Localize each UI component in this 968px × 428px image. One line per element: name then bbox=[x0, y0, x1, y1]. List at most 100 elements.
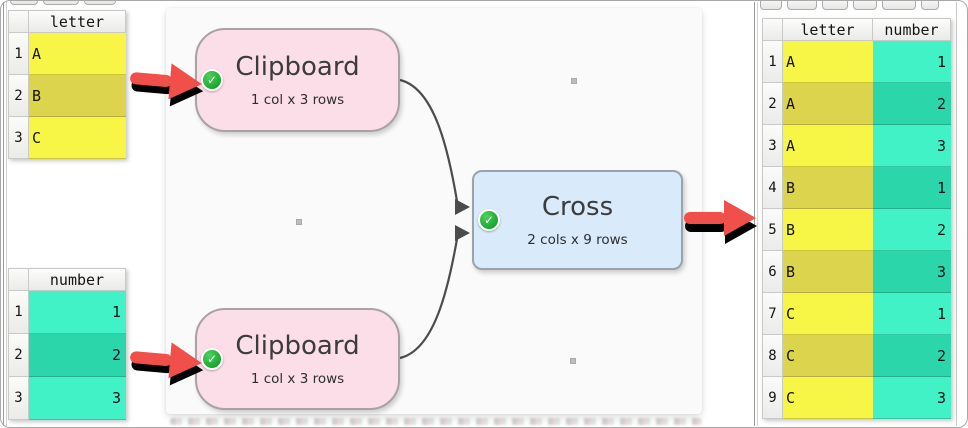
row-number[interactable]: 1 bbox=[8, 291, 29, 334]
left-toolbar-sliver bbox=[10, 0, 126, 7]
row-number[interactable]: 5 bbox=[762, 209, 783, 251]
row-number[interactable]: 3 bbox=[8, 117, 29, 159]
right-pane-edge bbox=[754, 2, 755, 426]
table-corner[interactable] bbox=[8, 268, 29, 291]
cell-number[interactable]: 2 bbox=[873, 209, 951, 251]
row-number[interactable]: 1 bbox=[8, 33, 29, 75]
right-toolbar-sliver bbox=[760, 0, 956, 13]
toolbar-fragment bbox=[10, 0, 38, 5]
toolbar-fragment bbox=[882, 0, 916, 10]
node-size-label: 1 col x 3 rows bbox=[250, 92, 345, 108]
node-size-label: 2 cols x 9 rows bbox=[527, 232, 628, 248]
table-corner[interactable] bbox=[762, 18, 783, 41]
column-header-letter[interactable]: letter bbox=[29, 10, 126, 33]
cell-letter[interactable]: A bbox=[783, 83, 873, 125]
row-number[interactable]: 6 bbox=[762, 251, 783, 293]
right-scroll-edge bbox=[956, 2, 957, 426]
cell-letter[interactable]: C bbox=[783, 335, 873, 377]
cell-number[interactable]: 2 bbox=[873, 83, 951, 125]
flow-arrow-bottom-input bbox=[130, 342, 204, 386]
toolbar-fragment bbox=[787, 0, 817, 10]
row-number[interactable]: 8 bbox=[762, 335, 783, 377]
column-header-letter[interactable]: letter bbox=[783, 18, 873, 41]
cell-letter[interactable]: C bbox=[29, 117, 126, 159]
cell-letter[interactable]: C bbox=[783, 293, 873, 335]
cell-number[interactable]: 2 bbox=[29, 334, 126, 377]
cell-letter[interactable]: A bbox=[29, 33, 126, 75]
row-number[interactable]: 3 bbox=[8, 377, 29, 420]
cell-letter[interactable]: B bbox=[783, 167, 873, 209]
column-header-number[interactable]: number bbox=[29, 268, 126, 291]
node-title: Clipboard bbox=[235, 331, 360, 361]
cell-letter[interactable]: B bbox=[29, 75, 126, 117]
toolbar-fragment bbox=[84, 0, 116, 5]
cell-number[interactable]: 2 bbox=[873, 335, 951, 377]
row-number[interactable]: 7 bbox=[762, 293, 783, 335]
row-number[interactable]: 3 bbox=[762, 125, 783, 167]
flow-arrow-top-input bbox=[130, 63, 204, 107]
cell-number[interactable]: 3 bbox=[29, 377, 126, 420]
cell-number[interactable]: 3 bbox=[873, 251, 951, 293]
left-pane-edge bbox=[3, 2, 4, 426]
row-number[interactable]: 2 bbox=[762, 83, 783, 125]
cell-number[interactable]: 1 bbox=[873, 41, 951, 83]
status-ok-icon: ✓ bbox=[201, 69, 223, 91]
right-pane-edge-inner bbox=[757, 2, 758, 426]
status-ok-icon: ✓ bbox=[478, 209, 500, 231]
node-clipboard-bottom[interactable]: ✓ Clipboard 1 col x 3 rows bbox=[195, 308, 400, 410]
cell-number[interactable]: 3 bbox=[873, 125, 951, 167]
row-number[interactable]: 9 bbox=[762, 377, 783, 419]
cell-letter[interactable]: A bbox=[783, 41, 873, 83]
node-cross[interactable]: ✓ Cross 2 cols x 9 rows bbox=[472, 170, 683, 270]
toolbar-fragment bbox=[822, 0, 848, 10]
node-size-label: 1 col x 3 rows bbox=[250, 371, 345, 387]
left-pane-edge-inner bbox=[6, 2, 7, 426]
flow-arrow-output bbox=[684, 200, 757, 244]
node-clipboard-top[interactable]: ✓ Clipboard 1 col x 3 rows bbox=[195, 28, 400, 132]
cell-letter[interactable]: A bbox=[783, 125, 873, 167]
cell-letter[interactable]: B bbox=[783, 251, 873, 293]
toolbar-fragment bbox=[853, 0, 877, 10]
toolbar-fragment bbox=[760, 0, 782, 10]
cell-number[interactable]: 1 bbox=[29, 291, 126, 334]
toolbar-fragment bbox=[43, 0, 79, 5]
transform-canvas[interactable]: ✓ Clipboard 1 col x 3 rows ✓ Clipboard 1… bbox=[166, 8, 702, 414]
row-number[interactable]: 2 bbox=[8, 334, 29, 377]
table-corner[interactable] bbox=[8, 10, 29, 33]
node-title: Clipboard bbox=[235, 52, 360, 82]
row-number[interactable]: 2 bbox=[8, 75, 29, 117]
bottom-toolbar-blur bbox=[170, 418, 702, 425]
status-ok-icon: ✓ bbox=[201, 348, 223, 370]
connector-arrowhead bbox=[455, 225, 470, 241]
cell-letter[interactable]: B bbox=[783, 209, 873, 251]
canvas-grid-dot bbox=[570, 358, 576, 364]
row-number[interactable]: 1 bbox=[762, 41, 783, 83]
row-number[interactable]: 4 bbox=[762, 167, 783, 209]
node-title: Cross bbox=[541, 192, 614, 222]
toolbar-fragment bbox=[921, 0, 939, 10]
canvas-grid-dot bbox=[571, 78, 577, 84]
cell-number[interactable]: 1 bbox=[873, 167, 951, 209]
cell-letter[interactable]: C bbox=[783, 377, 873, 419]
cell-number[interactable]: 3 bbox=[873, 377, 951, 419]
cell-number[interactable]: 1 bbox=[873, 293, 951, 335]
column-header-number[interactable]: number bbox=[873, 18, 951, 41]
